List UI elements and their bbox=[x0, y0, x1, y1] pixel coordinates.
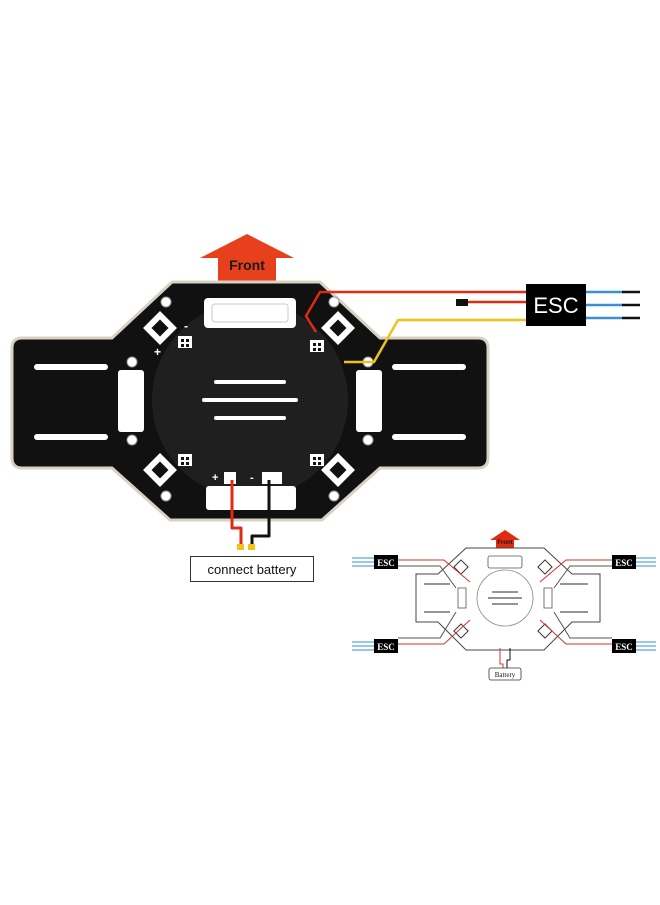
connect-battery-label: connect battery bbox=[190, 556, 314, 582]
motor-wires bbox=[586, 290, 640, 320]
small-esc-label: ESC bbox=[377, 558, 395, 568]
small-esc-label: ESC bbox=[615, 642, 633, 652]
small-front-arrow: Front bbox=[490, 530, 520, 548]
battery-minus-marker: - bbox=[250, 472, 254, 484]
top-cutout bbox=[204, 298, 296, 328]
small-esc-top-left: ESC bbox=[374, 555, 398, 569]
power-distribution-board: + - + - bbox=[10, 280, 490, 522]
small-esc-bottom-left: ESC bbox=[374, 639, 398, 653]
minus-marker: - bbox=[184, 319, 188, 333]
small-battery-label: Battery bbox=[495, 671, 516, 679]
plus-marker: + bbox=[154, 345, 161, 359]
battery-plus-marker: + bbox=[212, 472, 218, 484]
small-esc-top-right: ESC bbox=[612, 555, 636, 569]
front-arrow: Front bbox=[200, 234, 294, 282]
small-battery-box: Battery bbox=[488, 667, 522, 681]
small-esc-label: ESC bbox=[615, 558, 633, 568]
front-label: Front bbox=[229, 257, 265, 273]
battery-pads: + - bbox=[206, 472, 296, 510]
small-front-label: Front bbox=[497, 540, 512, 546]
esc-label: ESC bbox=[533, 293, 578, 318]
esc-wires bbox=[304, 290, 526, 364]
esc-box: ESC bbox=[526, 284, 586, 326]
small-esc-label: ESC bbox=[377, 642, 395, 652]
small-esc-bottom-right: ESC bbox=[612, 639, 636, 653]
signal-plug bbox=[456, 299, 468, 306]
overview-diagram: Front bbox=[352, 530, 656, 681]
battery-wires bbox=[230, 480, 271, 550]
